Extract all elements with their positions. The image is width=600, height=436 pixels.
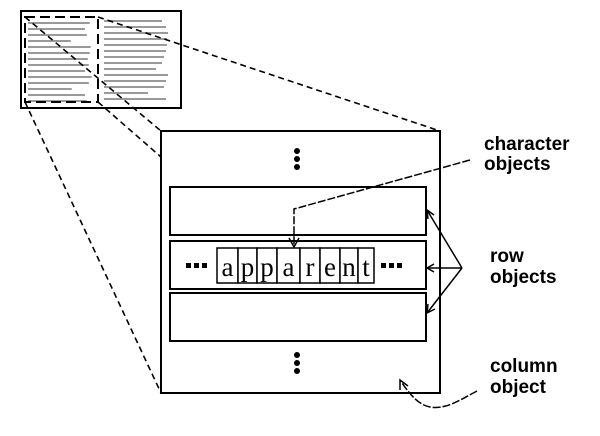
character-glyph: p bbox=[241, 252, 255, 282]
character-glyph: e bbox=[324, 252, 336, 282]
page-text-lines bbox=[28, 20, 168, 102]
character-object: n bbox=[339, 247, 359, 284]
row-pointers bbox=[425, 208, 463, 315]
vertical-ellipsis-bottom bbox=[294, 352, 300, 374]
character-glyph: n bbox=[342, 252, 356, 282]
label-row-objects-line2: objects bbox=[490, 267, 557, 288]
label-character-objects-line1: character bbox=[484, 134, 570, 155]
selected-column-region bbox=[24, 16, 99, 103]
row-object-box bbox=[169, 292, 427, 342]
projection-lines bbox=[24, 16, 441, 394]
vertical-ellipsis-top bbox=[294, 148, 300, 170]
row-object-box bbox=[169, 186, 427, 236]
horizontal-ellipsis-left bbox=[186, 263, 207, 268]
label-column-object-line2: object bbox=[490, 377, 547, 398]
character-object: e bbox=[319, 247, 341, 284]
character-glyph: a bbox=[222, 252, 234, 282]
character-glyph: r bbox=[306, 252, 315, 282]
column-pointer bbox=[399, 378, 478, 409]
character-glyph: p bbox=[260, 252, 274, 282]
character-box bbox=[357, 247, 375, 284]
character-glyph: t bbox=[362, 252, 370, 282]
character-object: t bbox=[357, 247, 375, 284]
horizontal-ellipsis-right bbox=[381, 263, 402, 268]
character-object: a bbox=[276, 247, 301, 284]
character-object: p bbox=[256, 247, 278, 284]
label-character-objects-line2: objects bbox=[484, 154, 551, 175]
character-object: a bbox=[216, 247, 239, 284]
column-object-box bbox=[160, 130, 441, 394]
character-glyph: a bbox=[283, 252, 295, 282]
label-row-objects-line1: row bbox=[490, 246, 524, 267]
label-column-object-line1: column bbox=[490, 356, 558, 377]
character-object: r bbox=[299, 247, 321, 284]
page-thumbnail bbox=[20, 10, 182, 109]
character-pointer bbox=[288, 159, 471, 249]
character-object: p bbox=[237, 247, 258, 284]
